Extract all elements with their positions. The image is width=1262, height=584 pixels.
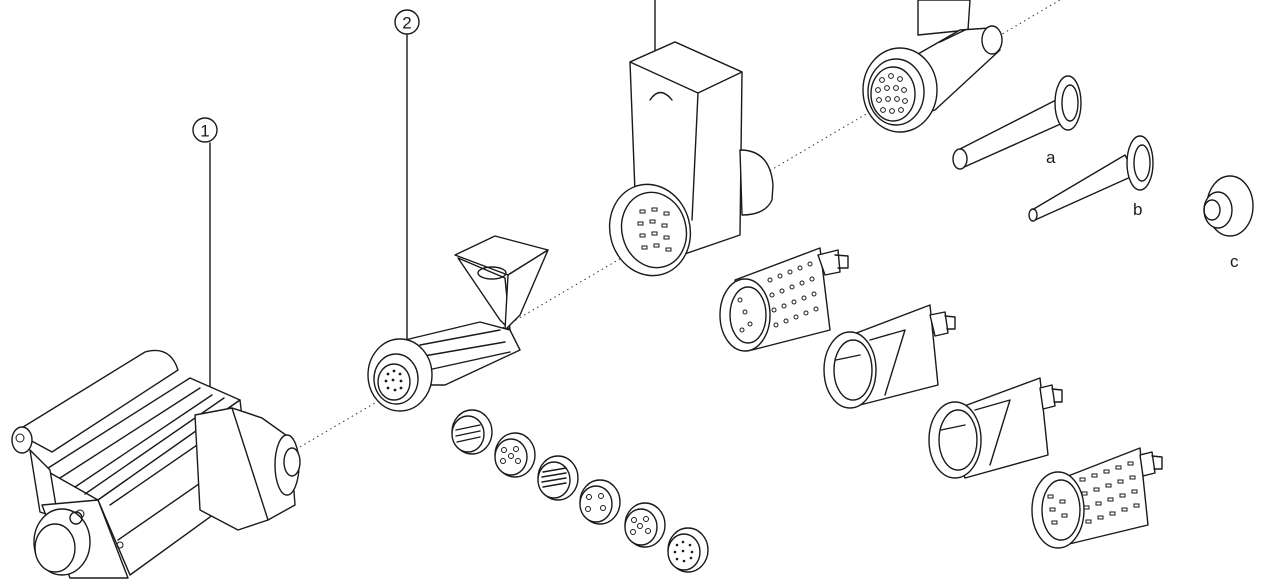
stuffer-ring xyxy=(1203,175,1254,237)
stuffer-tube-small xyxy=(1028,135,1154,222)
pasta-extruder xyxy=(367,235,549,412)
extruder-die-holes xyxy=(384,369,403,392)
label-a: a xyxy=(1046,148,1056,167)
die-spaghetti xyxy=(451,409,493,455)
die-rigatoni xyxy=(579,479,621,525)
pasta-roller xyxy=(11,349,301,579)
drum-fine-shredder xyxy=(719,247,849,352)
housing-grater-holes xyxy=(637,207,672,252)
drum-fine-shredder-holes xyxy=(737,261,819,333)
callout-2: 2 xyxy=(394,9,420,343)
callout-2-number: 2 xyxy=(402,14,411,33)
die-fusilli xyxy=(624,502,666,548)
stuffer-tube-large xyxy=(952,75,1082,170)
callout-2-circle xyxy=(394,9,420,35)
pasta-dies xyxy=(451,409,709,573)
drum-thick-slicer xyxy=(823,304,956,409)
drum-coarse-grater xyxy=(1031,447,1163,549)
food-grinder xyxy=(862,0,1003,133)
die-macaroni xyxy=(667,527,709,573)
slicer-shredder-housing xyxy=(608,0,774,277)
die-bucatini xyxy=(494,432,536,478)
callout-1-circle xyxy=(192,117,218,143)
die-linguine xyxy=(537,455,579,501)
drum-thin-slicer xyxy=(928,377,1063,479)
label-c: c xyxy=(1230,252,1239,271)
callout-1-number: 1 xyxy=(200,122,209,141)
callout-1: 1 xyxy=(192,117,218,399)
grinder-plate-holes xyxy=(875,73,908,114)
drum-coarse-grater-holes xyxy=(1047,461,1140,525)
label-b: b xyxy=(1133,200,1142,219)
